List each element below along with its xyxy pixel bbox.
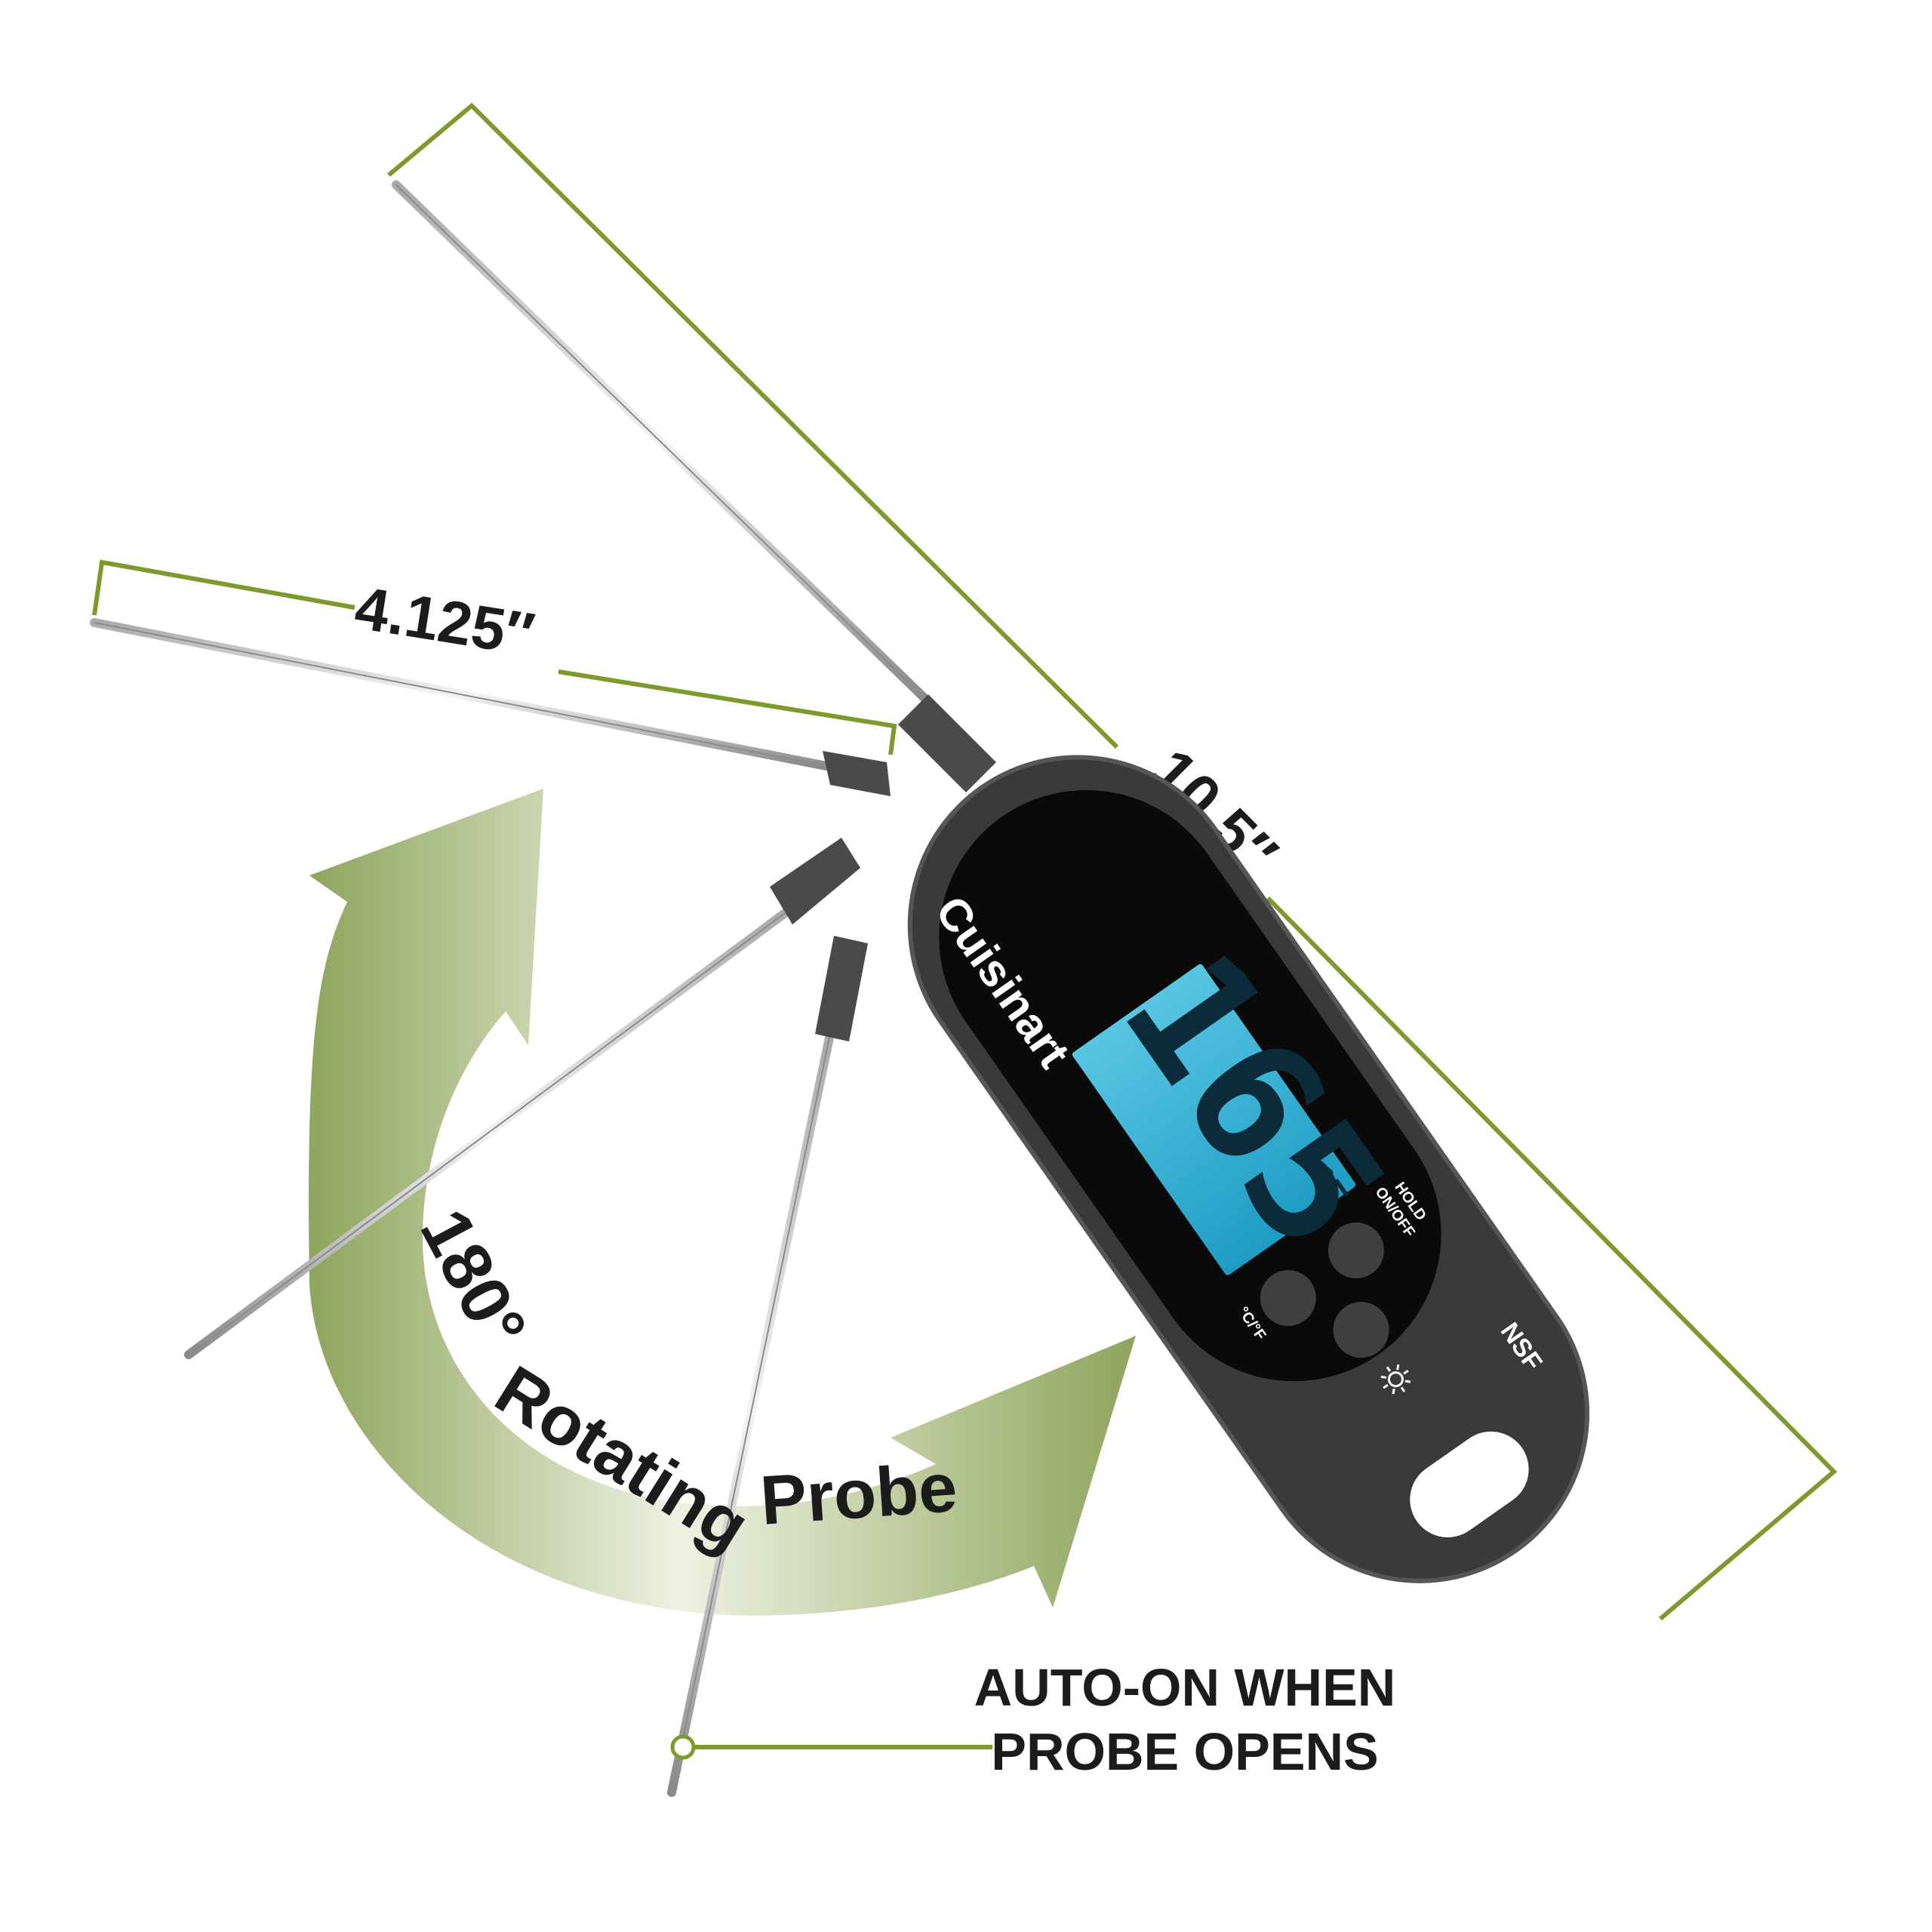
backlight-button[interactable]	[1322, 1291, 1400, 1369]
unit-toggle-button[interactable]	[1249, 1259, 1327, 1337]
probe-position-horizontal	[90, 618, 891, 796]
probe-position-upper	[392, 180, 996, 792]
hang-hole	[1410, 1431, 1529, 1537]
probe-length-label: 4.125″	[351, 574, 540, 668]
auto-on-callout-line1: AUTO-ON WHEN	[974, 1658, 1396, 1717]
rotation-arrow	[309, 789, 1137, 1616]
auto-on-callout-leader	[670, 1734, 992, 1760]
total-length-bracket	[387, 102, 1838, 1621]
probe-position-lower	[667, 936, 868, 1797]
thermometer-body: Cuisinart 165 °F °C/°F ON/OFF HOLD	[907, 755, 1589, 1583]
probe-length-bracket	[92, 559, 897, 755]
sun-icon	[1380, 1364, 1411, 1395]
probe-position-diagonal	[184, 838, 860, 1359]
rotation-word-probe: Probe	[758, 1449, 959, 1540]
auto-on-callout-line2: PROBE OPENS	[991, 1722, 1378, 1781]
power-hold-button[interactable]	[1317, 1211, 1395, 1289]
